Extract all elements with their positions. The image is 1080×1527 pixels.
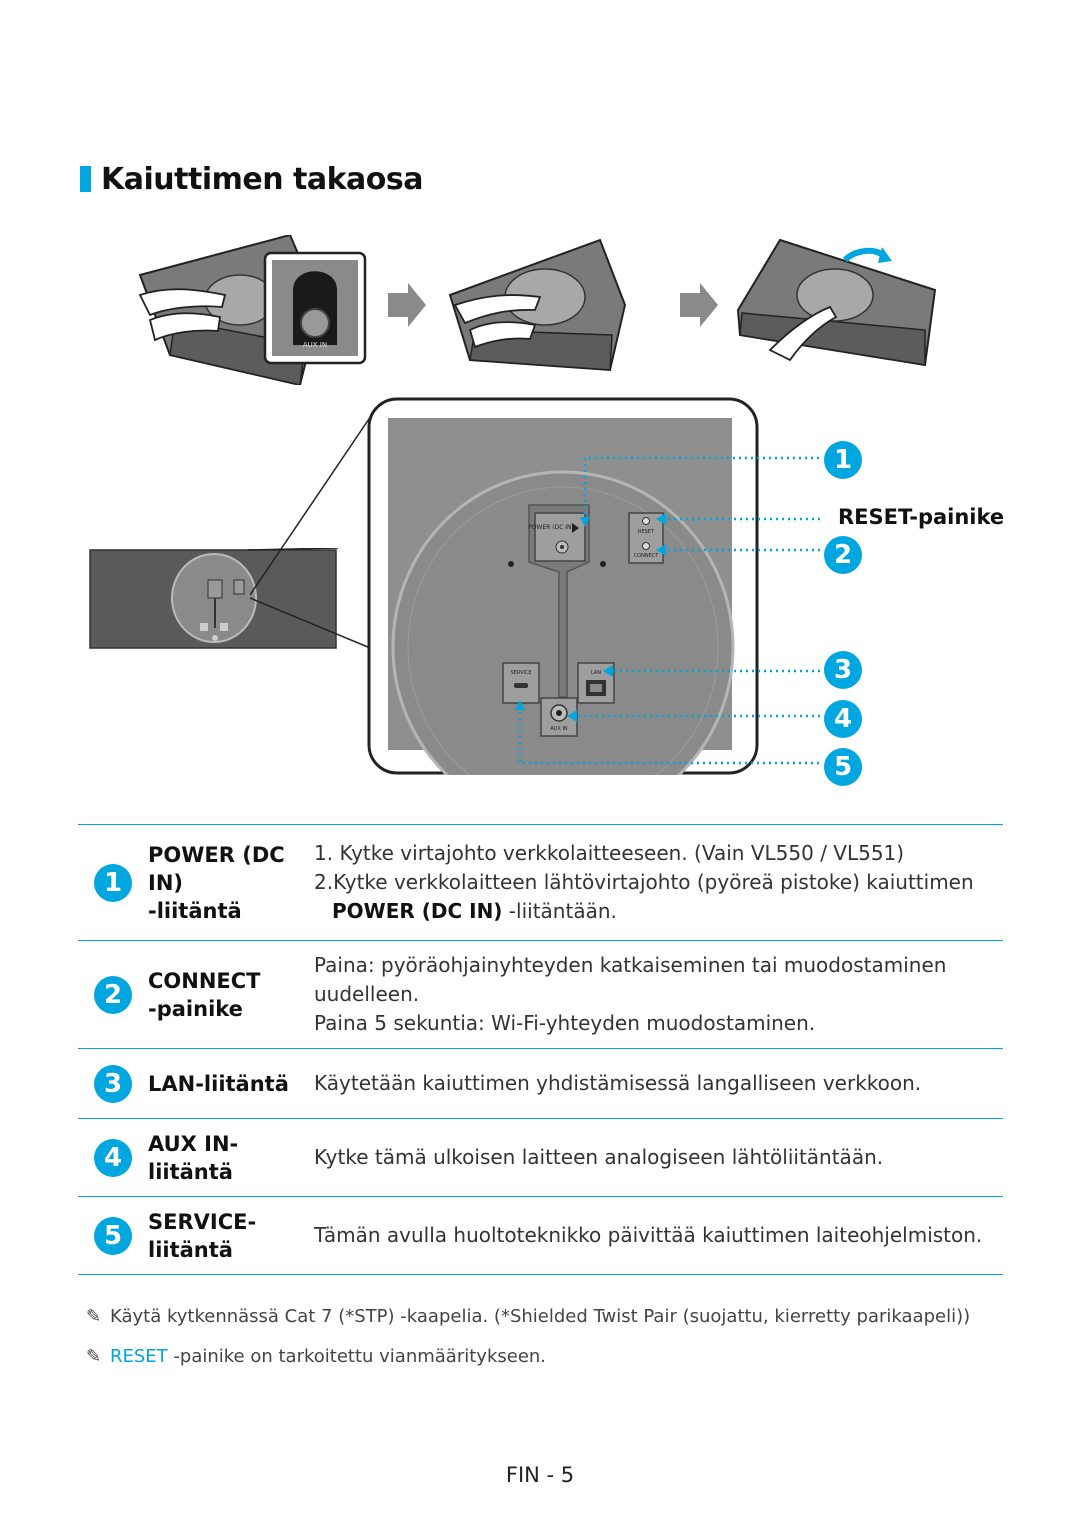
arrow-right-icon-2 [680, 283, 718, 327]
rear-panel-detail: POWER (DC IN) RESET CONNECT SERVICE LAN … [367, 397, 759, 775]
callout-4-badge: 4 [824, 700, 862, 738]
step2-device [448, 238, 627, 372]
zoom-connector-lines [250, 409, 376, 651]
row-label-2: -liitäntä [148, 898, 242, 923]
arrow-right-icon [388, 283, 426, 327]
row-desc-3: -liitäntään. [502, 899, 617, 923]
row-desc-3: Paina 5 sekuntia: Wi-Fi-yhteyden muodost… [314, 1011, 816, 1035]
row-label-2: liitäntä [148, 1237, 233, 1262]
callout-lines [515, 456, 822, 765]
row-number-badge: 4 [94, 1138, 132, 1177]
table-row: 5 SERVICE- liitäntä Tämän avulla huoltot… [78, 1196, 1003, 1275]
row-desc: Paina: pyöräohjainyhteyden katkaiseminen… [314, 953, 947, 977]
row-label: AUX IN- [148, 1131, 239, 1156]
reset-painike-label: RESET-painike [838, 505, 1005, 529]
title-marker-icon [80, 166, 91, 192]
pencil-note-icon-2: ✎ [86, 1346, 102, 1367]
row-number-badge: 3 [94, 1064, 132, 1103]
aux-small-label: AUX IN [550, 726, 568, 732]
row-label-2: -painike [148, 996, 243, 1021]
aux-in-small-label: AUX IN [303, 341, 327, 349]
note-cable: ✎Käytä kytkennässä Cat 7 (*STP) -kaapeli… [86, 1306, 971, 1327]
table-row: 4 AUX IN- liitäntä Kytke tämä ulkoisen l… [78, 1118, 1003, 1197]
callout-3-badge: 3 [824, 651, 862, 689]
aux-zoom-inset: AUX IN [263, 251, 367, 365]
row-number-badge: 5 [94, 1216, 132, 1255]
row-desc-2: uudelleen. [314, 982, 420, 1006]
row-label: CONNECT [148, 968, 261, 993]
cover-removal-illustration: AUX IN [138, 235, 937, 385]
table-row: 3 LAN-liitäntä Käytetään kaiuttimen yhdi… [78, 1048, 1003, 1119]
row-number-badge: 2 [94, 975, 132, 1014]
table-row: 1 POWER (DC IN) -liitäntä 1. Kytke virta… [78, 824, 1003, 941]
row-label-2: liitäntä [148, 1159, 233, 1184]
connect-small-label: CONNECT [634, 553, 660, 559]
row-label: POWER (DC IN) [148, 842, 285, 895]
page-number: FIN - 5 [505, 1463, 575, 1487]
row-desc-bold: POWER (DC IN) [332, 899, 503, 923]
connector-table: 1 POWER (DC IN) -liitäntä 1. Kytke virta… [78, 824, 1003, 1275]
row-desc-2: 2.Kytke verkkolaitteen lähtövirtajohto (… [314, 870, 974, 894]
power-small-label: POWER (DC IN) [528, 524, 574, 531]
speaker-side-view [89, 548, 339, 649]
step3-device [736, 238, 937, 367]
note-reset: ✎RESET -painike on tarkoitettu vianmääri… [86, 1346, 547, 1367]
callout-5-badge: 5 [824, 748, 862, 786]
callout-2-badge: 2 [824, 536, 862, 574]
row-number-badge: 1 [94, 863, 132, 902]
row-label: SERVICE- [148, 1209, 257, 1234]
reset-small-label: RESET [638, 529, 655, 535]
row-desc: 1. Kytke virtajohto verkkolaitteeseen. (… [314, 841, 905, 865]
section-title: Kaiuttimen takaosa [80, 162, 424, 197]
table-row: 2 CONNECT -painike Paina: pyöräohjainyht… [78, 940, 1003, 1049]
row-label: LAN-liitäntä [148, 1071, 289, 1096]
row-desc: Kytke tämä ulkoisen laitteen analogiseen… [314, 1145, 884, 1169]
lan-small-label: LAN [591, 670, 601, 676]
row-desc: Käytetään kaiuttimen yhdistämisessä lang… [314, 1071, 922, 1095]
callout-1-badge: 1 [824, 441, 862, 479]
row-desc: Tämän avulla huoltoteknikko päivittää ka… [314, 1223, 983, 1247]
pencil-note-icon: ✎ [86, 1306, 102, 1327]
service-small-label: SERVICE [510, 670, 531, 676]
